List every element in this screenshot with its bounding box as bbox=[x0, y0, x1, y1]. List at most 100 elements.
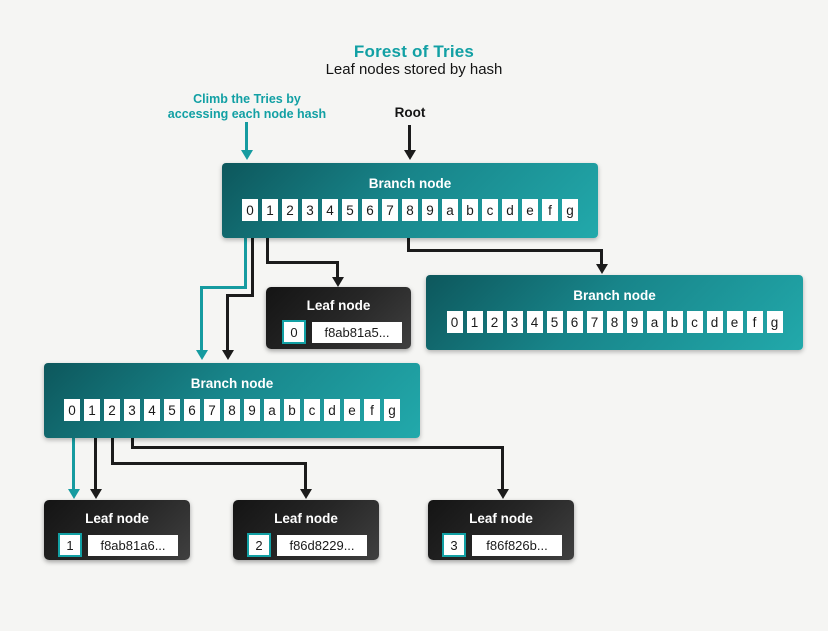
leaf-hash-value: f86d8229... bbox=[277, 534, 367, 556]
hash-index-cell: b bbox=[284, 399, 300, 421]
line-segment bbox=[72, 438, 75, 490]
hash-index-cell: f bbox=[364, 399, 380, 421]
hash-index-cell: 3 bbox=[124, 399, 140, 421]
hash-index-cell: 8 bbox=[224, 399, 240, 421]
leaf-node-title: Leaf node bbox=[85, 511, 149, 526]
hash-index-cell: 5 bbox=[164, 399, 180, 421]
line-segment bbox=[266, 261, 339, 264]
hash-index-cell: 1 bbox=[84, 399, 100, 421]
line-segment bbox=[407, 238, 410, 252]
root-arrow-line bbox=[408, 125, 411, 151]
hash-index-cell: 9 bbox=[626, 311, 643, 333]
hash-index-cell: e bbox=[726, 311, 743, 333]
arrowhead-icon bbox=[299, 489, 312, 499]
line-segment bbox=[251, 238, 254, 297]
leaf-node-1: Leaf node 1 f8ab81a6... bbox=[44, 500, 190, 560]
line-segment bbox=[266, 238, 269, 264]
leaf-node-2: Leaf node 2 f86d8229... bbox=[233, 500, 379, 560]
hash-index-cell: a bbox=[264, 399, 280, 421]
arrowhead-icon bbox=[595, 264, 608, 274]
hash-index-cell: 6 bbox=[566, 311, 583, 333]
hash-index-cell: 1 bbox=[466, 311, 483, 333]
branch-node-title: Branch node bbox=[190, 376, 274, 391]
root-arrowhead-icon bbox=[403, 150, 416, 160]
hash-index-cell: a bbox=[442, 199, 458, 221]
arrowhead-icon bbox=[496, 489, 509, 499]
hash-index-cell: f bbox=[746, 311, 763, 333]
line-segment bbox=[226, 294, 229, 351]
arrowhead-icon bbox=[331, 277, 344, 287]
line-segment bbox=[244, 238, 247, 289]
leaf-index-cell: 0 bbox=[282, 320, 306, 344]
hash-index-cell: 0 bbox=[242, 199, 258, 221]
line-segment bbox=[131, 438, 134, 449]
page-subtitle: Leaf nodes stored by hash bbox=[325, 61, 503, 78]
leaf-hash-value: f8ab81a5... bbox=[312, 321, 402, 343]
hash-index-cell: 3 bbox=[506, 311, 523, 333]
hash-index-cell: 1 bbox=[262, 199, 278, 221]
line-segment bbox=[226, 294, 254, 297]
arrowhead-icon bbox=[221, 350, 234, 360]
hash-index-cell: c bbox=[482, 199, 498, 221]
climb-annotation: Climb the Tries by accessing each node h… bbox=[132, 92, 362, 122]
climb-arrowhead-icon bbox=[240, 150, 253, 160]
root-annotation: Root bbox=[394, 105, 426, 120]
climb-arrow-line bbox=[245, 122, 248, 151]
hash-index-cell: 8 bbox=[606, 311, 623, 333]
hash-index-cell: 7 bbox=[204, 399, 220, 421]
hash-index-cell: 4 bbox=[144, 399, 160, 421]
leaf-hash-value: f8ab81a6... bbox=[88, 534, 178, 556]
leaf-node-title: Leaf node bbox=[469, 511, 533, 526]
hash-index-cell: 2 bbox=[282, 199, 298, 221]
hash-index-cell: 5 bbox=[342, 199, 358, 221]
leaf-index-cell: 1 bbox=[58, 533, 82, 557]
line-segment bbox=[501, 446, 504, 490]
arrowhead-icon bbox=[195, 350, 208, 360]
line-segment bbox=[600, 249, 603, 265]
hash-index-cell: f bbox=[542, 199, 558, 221]
climb-annotation-line2: accessing each node hash bbox=[167, 107, 327, 121]
leaf-node-title: Leaf node bbox=[274, 511, 338, 526]
hash-index-cell: 2 bbox=[104, 399, 120, 421]
hash-index-cell: g bbox=[766, 311, 783, 333]
hash-index-cell: d bbox=[502, 199, 518, 221]
hash-index-cell: 4 bbox=[322, 199, 338, 221]
branch-node-title: Branch node bbox=[368, 176, 452, 191]
hash-index-cell: c bbox=[304, 399, 320, 421]
line-segment bbox=[407, 249, 603, 252]
branch-node-title: Branch node bbox=[573, 288, 656, 303]
hash-index-cell: b bbox=[462, 199, 478, 221]
hash-index-cell: 2 bbox=[486, 311, 503, 333]
hash-index-cell: 9 bbox=[244, 399, 260, 421]
arrowhead-icon bbox=[89, 489, 102, 499]
leaf-node-3: Leaf node 3 f86f826b... bbox=[428, 500, 574, 560]
line-segment bbox=[200, 286, 203, 351]
line-segment bbox=[111, 462, 307, 465]
leaf-index-cell: 2 bbox=[247, 533, 271, 557]
line-segment bbox=[131, 446, 504, 449]
hash-index-cell: 9 bbox=[422, 199, 438, 221]
hash-index-cell: c bbox=[686, 311, 703, 333]
leaf-index-cell: 3 bbox=[442, 533, 466, 557]
line-segment bbox=[94, 438, 97, 490]
hash-index-cell: g bbox=[384, 399, 400, 421]
hash-index-cell: e bbox=[522, 199, 538, 221]
hash-index-cell: 6 bbox=[362, 199, 378, 221]
hash-index-cell: 8 bbox=[402, 199, 418, 221]
hash-index-cell: 6 bbox=[184, 399, 200, 421]
hash-index-cell: 4 bbox=[526, 311, 543, 333]
hash-index-cell: b bbox=[666, 311, 683, 333]
hash-index-cell: d bbox=[324, 399, 340, 421]
hash-index-cell: 5 bbox=[546, 311, 563, 333]
hash-index-cell: 7 bbox=[382, 199, 398, 221]
line-segment bbox=[111, 438, 114, 465]
hash-index-cell: 3 bbox=[302, 199, 318, 221]
hash-index-cell: 0 bbox=[446, 311, 463, 333]
